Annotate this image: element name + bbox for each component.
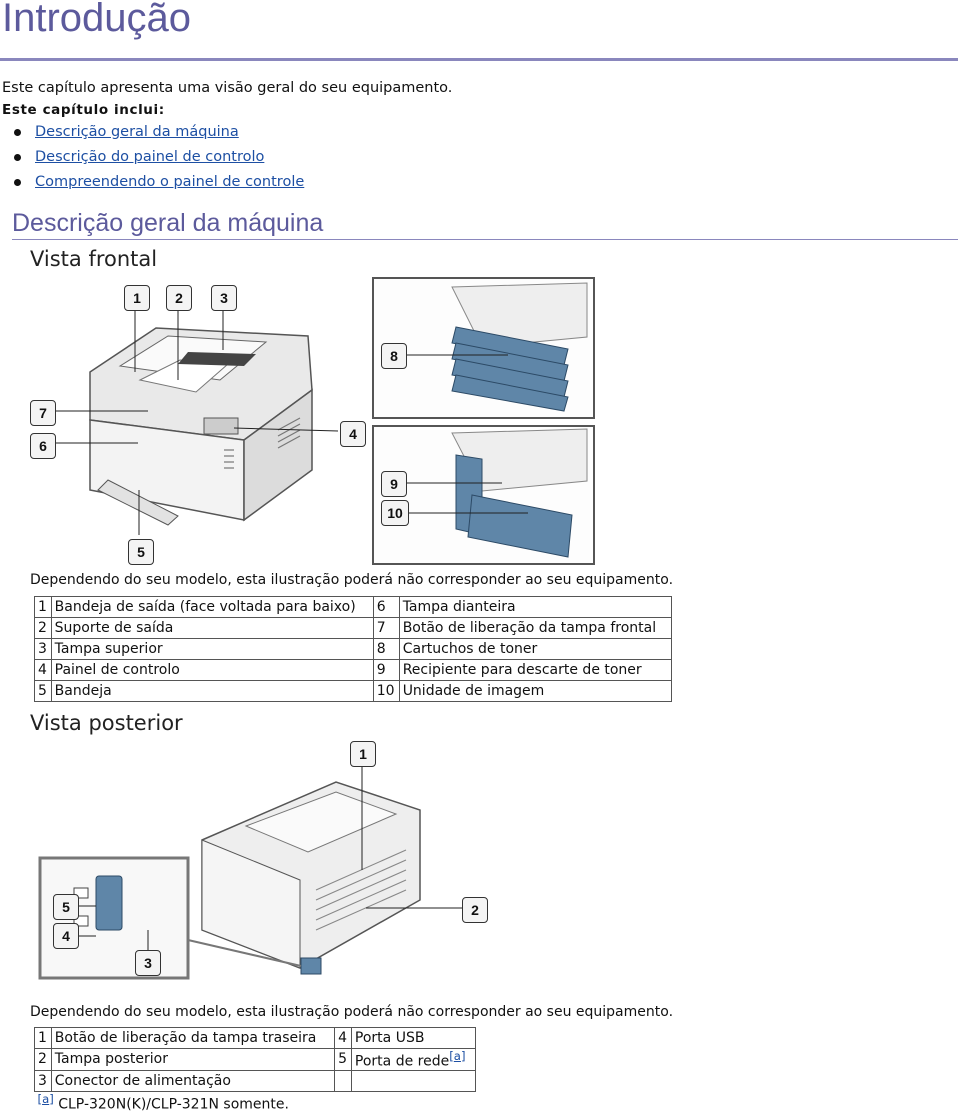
table-cell: Tampa posterior [50,1048,336,1071]
toc-item: Descrição geral da máquina [14,124,239,140]
title-divider [0,58,958,61]
table-cell: Bandeja [50,680,374,702]
table-cell: 4 [334,1027,352,1049]
table-cell: 1 [34,1027,52,1049]
table-cell: Porta USB [350,1027,477,1049]
toc-link-machine-overview[interactable]: Descrição geral da máquina [35,124,239,140]
table-cell: 1 [34,596,52,618]
table-row: 3 Tampa superior 8 Cartuchos de toner [34,638,673,660]
table-row: 2 Suporte de saída 7 Botão de liberação … [34,617,673,639]
table-row: 1 Botão de liberação da tampa traseira 4… [34,1027,477,1049]
table-cell: 2 [34,617,52,639]
table-cell: Porta de rede[a] [350,1048,477,1071]
table-cell: Painel de controlo [50,659,374,681]
waste-toner-imaging-inset [372,425,595,565]
callout-1: 1 [124,285,150,311]
table-row: 5 Bandeja 10 Unidade de imagem [34,680,673,702]
callout-9: 9 [381,471,407,497]
table-cell: Botão de liberação da tampa traseira [50,1027,336,1049]
table-cell: 3 [34,638,52,660]
footnote-marker: a [42,1091,50,1106]
front-view-note: Dependendo do seu modelo, esta ilustraçã… [30,572,674,588]
callout-7: 7 [30,400,56,426]
front-view-heading: Vista frontal [30,247,158,271]
table-cell: 3 [34,1069,52,1092]
toc-item: Compreendendo o painel de controle [14,174,304,190]
toc-link-understanding-control-panel[interactable]: Compreendendo o painel de controle [35,174,305,190]
bullet-icon [14,128,21,136]
section-divider [12,239,958,240]
table-cell: 4 [34,659,52,681]
rear-view-parts-table: 1 Botão de liberação da tampa traseira 4… [34,1027,477,1113]
rear-printer-illustration [36,740,496,998]
footnote-text: CLP-320N(K)/CLP-321N somente. [58,1096,289,1113]
callout-3: 3 [211,285,237,311]
footnote-ref-link[interactable]: [a] [449,1049,466,1063]
callout-6: 6 [30,433,56,459]
footnote-row: [a] CLP-320N(K)/CLP-321N somente. [35,1091,476,1113]
callout-2: 2 [166,285,192,311]
footnote-link[interactable]: [a] [37,1091,54,1106]
table-row: 3 Conector de alimentação [34,1069,477,1092]
callout-4: 4 [340,421,366,447]
table-cell: Recipiente para descarte de toner [398,659,673,681]
table-cell: 9 [372,659,400,681]
table-cell [350,1069,477,1092]
callout-10: 10 [381,500,409,526]
section-heading: Descrição geral da máquina [12,209,324,237]
table-row: 4 Painel de controlo 9 Recipiente para d… [34,659,673,681]
rear-callout-2: 2 [462,897,488,923]
network-port-label: Porta de rede [354,1053,450,1070]
table-cell: Tampa superior [50,638,374,660]
table-cell: Cartuchos de toner [398,638,673,660]
toc-item: Descrição do painel de controlo [14,149,264,165]
table-cell: 2 [34,1048,52,1071]
toner-cartridges-inset [372,277,595,419]
rear-callout-3: 3 [135,950,161,976]
rear-callout-5: 5 [53,894,79,920]
bullet-icon [14,153,21,161]
front-printer-illustration [28,280,368,565]
table-cell: 6 [372,596,400,618]
table-row: 1 Bandeja de saída (face voltada para ba… [34,596,673,618]
front-view-parts-table: 1 Bandeja de saída (face voltada para ba… [34,596,673,702]
table-row: 2 Tampa posterior 5 Porta de rede[a] [34,1048,477,1071]
table-cell [334,1069,352,1092]
footnote-ref-marker: a [453,1049,461,1063]
callout-8: 8 [381,343,407,369]
footnote: [a] CLP-320N(K)/CLP-321N somente. [35,1091,476,1113]
table-cell: Suporte de saída [50,617,374,639]
table-cell: 10 [372,680,400,702]
table-cell: Conector de alimentação [50,1069,336,1092]
intro-text: Este capítulo apresenta uma visão geral … [2,80,453,96]
bullet-icon [14,178,21,186]
table-cell: 7 [372,617,400,639]
table-cell: Tampa dianteira [398,596,673,618]
rear-view-heading: Vista posterior [30,711,183,735]
table-cell: 8 [372,638,400,660]
includes-label: Este capítulo inclui: [2,102,165,118]
callout-5: 5 [128,539,154,565]
table-cell: Unidade de imagem [398,680,673,702]
page-title: Introdução [2,0,192,40]
rear-callout-4: 4 [53,923,79,949]
table-cell: Bandeja de saída (face voltada para baix… [50,596,374,618]
toc-link-control-panel-description[interactable]: Descrição do painel de controlo [35,149,265,165]
table-cell: Botão de liberação da tampa frontal [398,617,673,639]
rear-view-note: Dependendo do seu modelo, esta ilustraçã… [30,1004,674,1020]
table-cell: 5 [34,680,52,702]
table-cell: 5 [334,1048,352,1071]
rear-callout-1: 1 [350,741,376,767]
